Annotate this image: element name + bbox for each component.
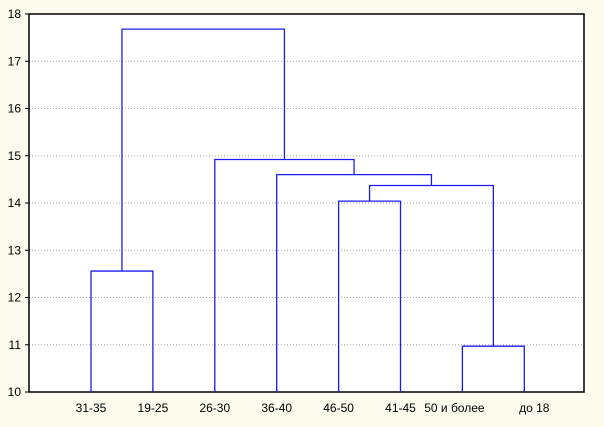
x-tick-label: 19-25 (138, 401, 169, 415)
x-tick-label: 50 и более (424, 401, 485, 415)
x-tick-label: 31-35 (76, 401, 107, 415)
y-tick-label: 17 (8, 54, 22, 68)
x-tick-label: до 18 (519, 401, 550, 415)
dendrogram-link-G (121, 28, 286, 272)
y-tick-label: 14 (8, 196, 22, 210)
y-tick-label: 11 (9, 338, 22, 352)
x-tick-label: 46-50 (323, 401, 354, 415)
y-tick-label: 15 (8, 149, 22, 163)
y-tick-label: 10 (8, 385, 22, 399)
dendrogram-link-D (368, 184, 494, 347)
y-tick-label: 12 (8, 291, 22, 305)
y-tick-label: 18 (8, 7, 22, 21)
x-tick-label: 41-45 (385, 401, 416, 415)
plot-frame (28, 13, 585, 393)
y-tick-label: 13 (8, 243, 22, 257)
x-tick-label: 26-30 (199, 401, 230, 415)
y-tick-label: 16 (8, 102, 22, 116)
x-tick-label: 36-40 (261, 401, 292, 415)
dendrogram-link-B (461, 345, 525, 392)
